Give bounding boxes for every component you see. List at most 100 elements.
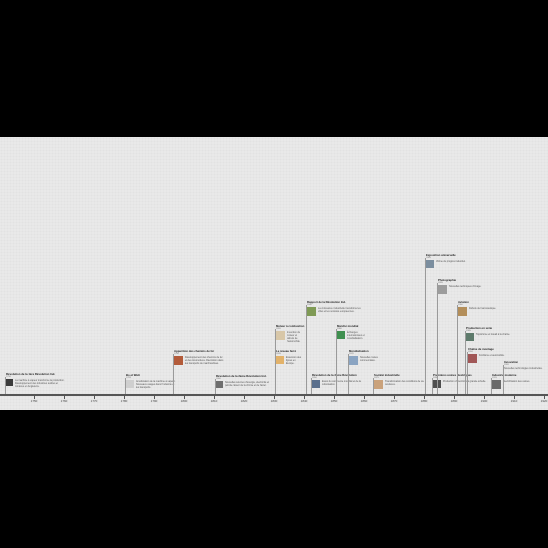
event-title[interactable]: Rapport de la Révolution Ind. (307, 300, 346, 304)
event-thumbnail-image[interactable] (466, 333, 474, 341)
axis-tick-label: 1860 (360, 399, 368, 403)
event-thumbnail-image[interactable] (276, 331, 285, 340)
event-title[interactable]: Production en série (466, 326, 493, 330)
event-stem (306, 305, 307, 394)
axis-tick (94, 396, 95, 399)
event-stem (311, 378, 312, 394)
event-thumbnail-image[interactable] (458, 307, 467, 316)
event-date: 1840 (307, 304, 312, 306)
event-thumbnail-image[interactable] (312, 380, 320, 388)
event-thumbnail-image[interactable] (374, 380, 383, 389)
axis-tick-label: 1870 (390, 399, 398, 403)
event-description: Nouvelles techniques d'image. (449, 285, 482, 288)
event-stem (503, 365, 504, 394)
event-date: 1870 (349, 353, 354, 355)
event-title[interactable]: Exposition universelle (426, 253, 456, 257)
event-title[interactable]: Chaîne de montage (468, 347, 494, 351)
axis-tick-label: 1900 (480, 399, 488, 403)
axis-tick (124, 396, 125, 399)
event-description: La machine à vapeur transforme la produc… (15, 379, 65, 388)
event-thumbnail-image[interactable] (337, 331, 345, 339)
event-thumbnail-image[interactable] (426, 260, 434, 268)
event-thumbnail-image[interactable] (126, 380, 134, 388)
event-thumbnail-image[interactable] (6, 379, 13, 386)
event-description: Fordisme et automobile. (479, 354, 505, 357)
event-date: 1820 (276, 328, 281, 330)
event-thumbnail-image[interactable] (492, 380, 501, 389)
axis-tick (214, 396, 215, 399)
axis-tick-label: 1850 (330, 399, 338, 403)
event-stem (425, 258, 426, 394)
event-date: 1915 (492, 377, 497, 379)
event-thumbnail-image[interactable] (307, 307, 316, 316)
event-title[interactable]: Révolution de la 1ère Révolution Ind. (6, 372, 56, 376)
axis-tick (304, 396, 305, 399)
axis-tick-label: 1890 (450, 399, 458, 403)
event-stem (5, 377, 6, 394)
event-title[interactable]: Photographie (438, 278, 457, 282)
axis-tick (184, 396, 185, 399)
event-thumbnail-image[interactable] (349, 356, 358, 365)
event-title[interactable]: Premières usines électriques (433, 373, 472, 377)
axis-tick (484, 396, 485, 399)
event-thumbnail-image[interactable] (468, 354, 477, 363)
event-title[interactable]: Société industrielle (374, 373, 400, 377)
event-title[interactable]: Marché mondial (337, 324, 359, 328)
timeline-event[interactable]: Révolution de la 1ère Révolution Ind.175… (6, 373, 66, 388)
axis-tick-label: 1780 (120, 399, 128, 403)
axis-tick-label: 1920 (540, 399, 548, 403)
event-title[interactable]: Bo et Watt (126, 373, 140, 377)
event-title[interactable]: Innovation (504, 360, 519, 364)
event-date: 1860 (337, 328, 342, 330)
event-stem (457, 305, 458, 394)
axis-tick (64, 396, 65, 399)
event-description: Nouvelles routes commerciales. (360, 356, 378, 362)
event-thumbnail-image[interactable] (438, 285, 447, 294)
axis-tick-label: 1820 (240, 399, 248, 403)
event-date: 1890 (433, 377, 438, 379)
event-date: 1900 (458, 304, 463, 306)
event-date: 1885 (426, 257, 431, 259)
event-title[interactable]: Révolution de la 2ème Révolution Ind. (216, 374, 267, 378)
event-title[interactable]: Le réseau ferré (276, 349, 297, 353)
event-title[interactable]: Apparition des chemins de fer (174, 349, 215, 353)
timeline-event[interactable]: Révolution de la 2ème Révolution Ind.180… (216, 375, 274, 388)
event-thumbnail-image[interactable] (174, 356, 183, 365)
event-stem (491, 378, 492, 394)
event-title[interactable]: Mondialisation (349, 349, 369, 353)
event-title[interactable]: Moteur à combustion (276, 324, 305, 328)
event-description: Essor du commerce mondial et de la colon… (322, 380, 361, 386)
event-thumbnail-image[interactable] (276, 356, 284, 364)
event-description: Électrification des usines. (503, 380, 530, 383)
axis-tick-label: 1760 (60, 399, 68, 403)
event-thumbnail-image[interactable] (216, 381, 223, 388)
event-stem (275, 354, 276, 394)
event-description: Production d'électricité à grande échell… (443, 380, 486, 383)
event-title[interactable]: Révolution de la 3ème Révolution (312, 373, 357, 377)
axis-tick (274, 396, 275, 399)
axis-tick (544, 396, 545, 399)
event-title[interactable]: Aviation (458, 300, 469, 304)
event-date: 1800 (216, 378, 221, 380)
axis-tick-label: 1810 (210, 399, 218, 403)
event-title[interactable]: Industrie moderne (492, 373, 517, 377)
event-stem (348, 354, 349, 394)
